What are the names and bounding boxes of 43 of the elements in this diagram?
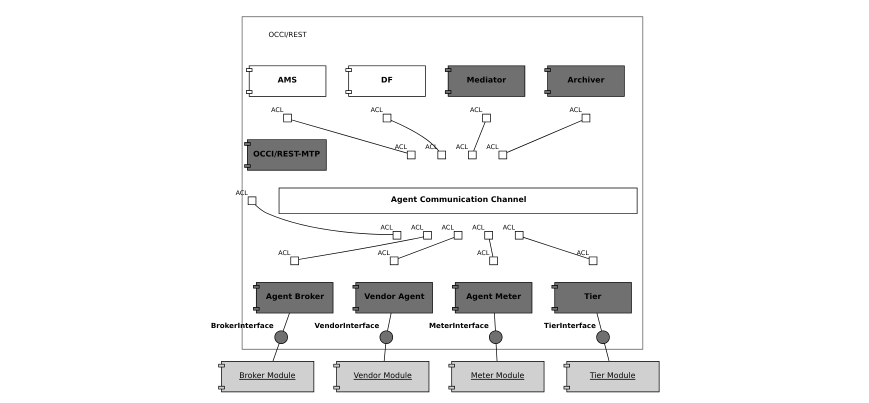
label: OCCI/REST [268, 30, 306, 40]
connector [604, 343, 609, 362]
connector [298, 236, 424, 260]
node-label: TierInterface [544, 320, 596, 330]
node-box [581, 114, 590, 122]
node-label: VendorInterface [314, 320, 379, 330]
node-box [382, 114, 391, 122]
connector [522, 236, 589, 260]
connector [290, 120, 408, 154]
connector [390, 120, 439, 152]
node-box [588, 256, 597, 266]
node-box [488, 256, 498, 266]
connector [383, 344, 386, 362]
node-box [290, 256, 298, 266]
node-box [453, 230, 462, 240]
connector [495, 344, 497, 362]
node-box [484, 230, 492, 240]
node-box [436, 150, 446, 160]
connector [596, 312, 602, 332]
connector [386, 312, 391, 332]
node-box [282, 114, 292, 122]
connector [472, 122, 486, 152]
node-box [392, 230, 401, 240]
node-circle [379, 330, 393, 344]
connector [272, 343, 280, 362]
node-circle [274, 330, 288, 344]
node-box [389, 256, 398, 266]
node-box [514, 230, 523, 240]
node-circle [488, 330, 502, 344]
connector [488, 238, 493, 257]
connector [506, 120, 582, 153]
connector [494, 312, 496, 332]
connector [282, 312, 290, 332]
node-box [406, 150, 415, 160]
node-box [482, 114, 490, 122]
node-label: MeterInterface [428, 320, 488, 330]
connector [397, 237, 454, 259]
node-box [247, 196, 256, 206]
node-box [468, 150, 476, 160]
connector [254, 204, 393, 235]
node-box [498, 150, 507, 160]
node-circle [596, 330, 610, 344]
node-box [422, 230, 432, 240]
